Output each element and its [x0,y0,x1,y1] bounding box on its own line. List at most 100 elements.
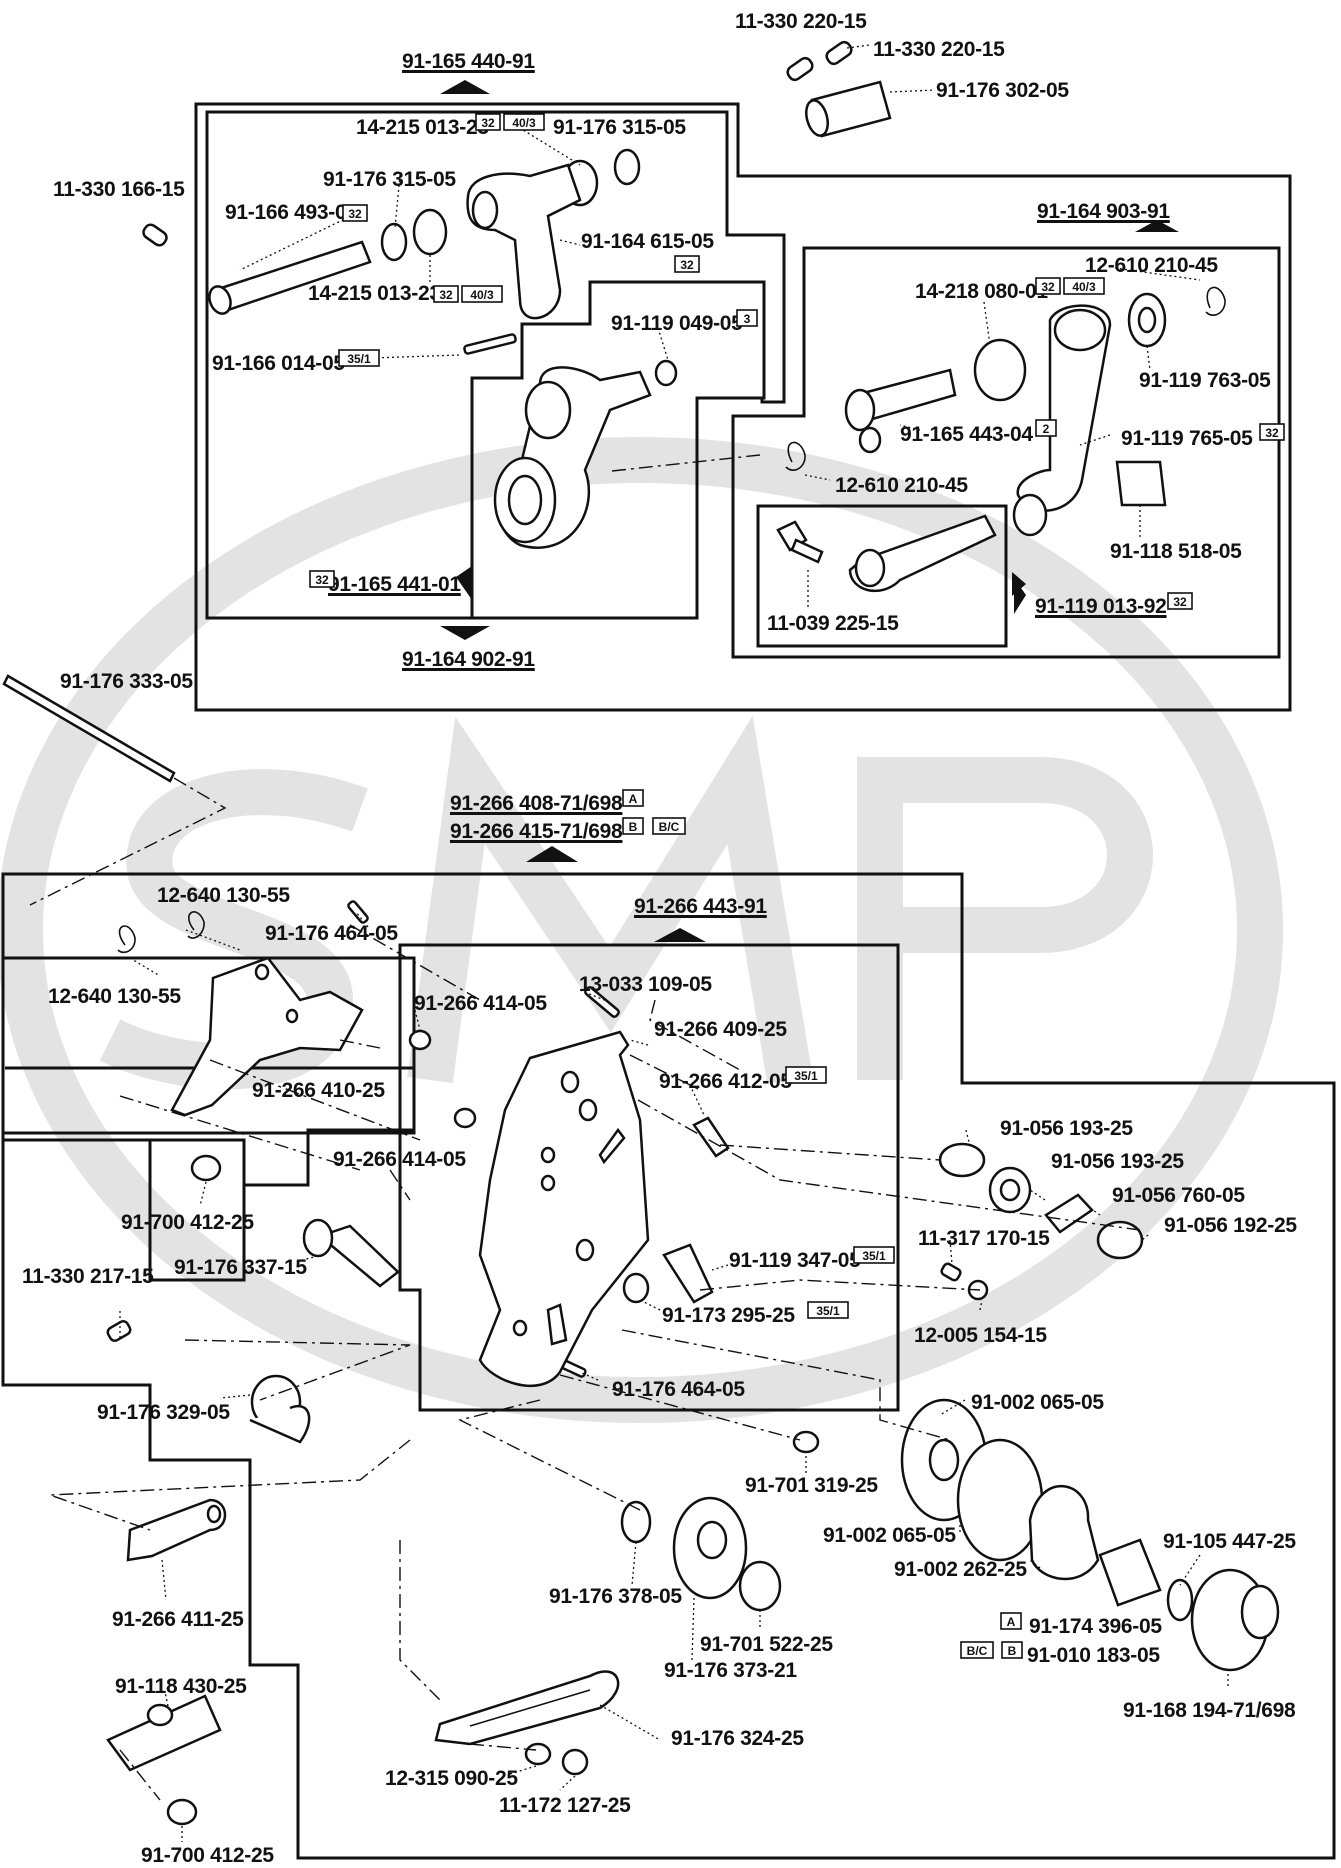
nut-icon [1096,1220,1144,1260]
part-number-label: 91-176 464-05 [612,1378,745,1401]
version-tag: B/C [960,1641,994,1659]
version-tag: 32 [1035,277,1061,295]
svg-text:35/1: 35/1 [862,1249,886,1263]
part-number-label: 91-266 414-05 [414,992,547,1015]
part-number-label: 91-701 319-25 [745,1474,878,1497]
svg-text:32: 32 [1265,426,1279,440]
svg-text:35/1: 35/1 [794,1069,818,1083]
washer-icon [613,148,641,186]
bottom-assembly [1,846,1336,1860]
part-number-label: 91-176 315-05 [323,168,456,191]
part-number-label: 91-176 464-05 [265,922,398,945]
version-tag: 40/3 [461,285,503,303]
part-number-label: 91-166 014-05 [212,352,345,375]
version-tag: 40/3 [1063,277,1105,295]
part-number-label: 91-266 412-05 [659,1070,792,1093]
version-tag: 35/1 [807,1301,849,1319]
main-plate-icon [478,1030,650,1388]
svg-text:40/3: 40/3 [1072,280,1096,294]
screw-head-icon [622,1272,650,1304]
part-number-label: 91-119 049-05 [611,312,743,335]
clamp-block-icon [1115,460,1167,507]
version-tag: B [622,817,644,835]
part-number-label: 91-176 315-05 [553,116,686,139]
guide-lever-icon [434,1670,620,1746]
part-number-label: 91-176 378-05 [549,1585,682,1608]
part-number-label: 91-176 329-05 [97,1401,230,1424]
tension-disc-icon [928,1438,960,1482]
version-tag: 32 [309,570,335,588]
top-left-assembly [142,40,1292,712]
part-number-label: 12-005 154-15 [914,1324,1047,1347]
part-number-label: 91-105 447-25 [1163,1530,1296,1553]
retaining-ring-icon [187,911,205,939]
part-number-label: 91-700 412-25 [141,1844,274,1867]
retaining-ring-icon [785,441,806,471]
version-tag: 32 [1167,592,1193,610]
part-number-label: 91-010 183-05 [1027,1644,1160,1667]
part-number-label: 13-033 109-05 [579,973,712,996]
part-number-label: 11-330 220-15 [873,38,1005,61]
assembly-number-label: 91-164 902-91 [402,648,535,671]
tension-nut-icon [1240,1584,1280,1640]
stud-icon [408,1029,432,1051]
screw-head-icon [166,1798,198,1826]
version-tag: 32 [1259,423,1285,441]
part-number-label: 91-701 522-25 [700,1633,833,1656]
part-number-label: 11-330 220-15 [735,10,867,33]
washer-icon [380,222,408,262]
part-number-label: 14-215 013-23 [308,282,441,305]
part-number-label: 91-056 192-25 [1164,1214,1297,1237]
assembly-number-label: 91-119 013-92 [1035,595,1167,618]
part-number-label: 12-610 210-45 [835,474,968,497]
stud-icon [692,1116,730,1158]
cam-disc-icon [696,1520,728,1560]
version-tag: B [1001,1641,1023,1659]
knurled-nut-icon [738,1560,782,1612]
crank-lever-icon [466,163,582,320]
pin-icon [347,900,369,924]
part-number-label: 91-168 194-71/698 [1123,1699,1296,1722]
svg-text:2: 2 [1043,422,1050,436]
washer-icon [524,1742,552,1766]
nut-icon [654,359,678,387]
screw-head-icon [792,1430,820,1454]
part-number-label: 91-176 337-15 [174,1256,307,1279]
part-number-label: 91-176 373-21 [664,1659,797,1682]
part-number-label: 91-119 763-05 [1139,369,1271,392]
screw-icon [662,1243,714,1304]
part-number-label: 91-174 396-05 [1029,1615,1162,1638]
part-number-label: 91-176 302-05 [936,79,1069,102]
part-number-label: 91-002 065-05 [971,1391,1104,1414]
washer-icon [999,1178,1021,1202]
part-number-label: 91-266 411-25 [112,1608,244,1631]
version-tag: 32 [674,255,700,273]
version-tag: 40/3 [503,113,545,131]
part-number-label: 12-315 090-25 [385,1767,518,1790]
bracket-icon [106,1694,222,1772]
version-tag: 32 [342,204,368,222]
pin-icon [584,986,620,1018]
assembly-number-label: 91-266 443-91 [634,895,767,918]
stud-shaft-icon [302,1218,400,1288]
svg-text:35/1: 35/1 [347,352,371,366]
set-screw-icon [106,1320,132,1342]
part-number-label: 91-056 760-05 [1112,1184,1245,1207]
part-number-label: 14-215 013-23 [356,116,489,139]
part-number-label: 14-218 080-01 [915,280,1048,303]
part-number-label: 91-165 443-04 [900,423,1033,446]
part-number-label: 91-266 410-25 [252,1079,385,1102]
screw-head-icon [190,1154,222,1182]
version-tag: 35/1 [853,1246,895,1264]
assembly-number-label: 91-165 440-91 [402,50,535,73]
version-tag: A [1000,1612,1022,1630]
pin-icon [463,333,517,355]
labels: 11-330 220-15 11-330 220-15 91-176 302-05 1… [22,10,1298,1867]
version-tag: 32 [475,113,501,131]
part-number-label: 91-164 615-05 [581,230,714,253]
svg-text:B/C: B/C [967,1644,988,1658]
svg-text:32: 32 [439,288,453,302]
part-number-label: 91-118 430-25 [115,1675,247,1698]
version-tag: 32 [433,285,459,303]
version-tag: 35/1 [338,349,380,367]
